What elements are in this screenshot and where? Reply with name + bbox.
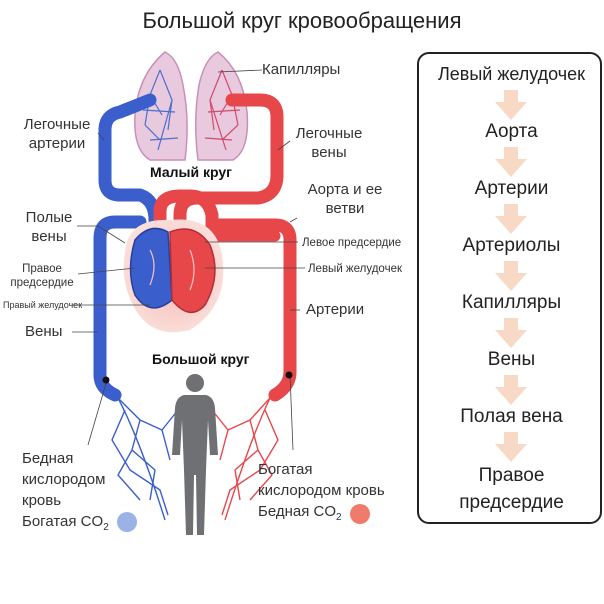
flow-arrow-5	[495, 318, 527, 348]
flow-step-capillaries: Капилляры	[461, 292, 562, 313]
vein-marker	[102, 376, 110, 384]
label-aorta-branches: Аорта и ее ветви	[307, 181, 383, 217]
flow-arrow-3	[495, 204, 527, 234]
diagram-title: Большой круг кровообращения	[142, 8, 462, 33]
label-arteries: Артерии	[306, 301, 365, 318]
human-silhouette	[172, 374, 218, 535]
oxygen-rich-dot	[350, 504, 370, 524]
flow-step-vena-cava: Полая вена	[460, 406, 563, 427]
label-right-atrium: Правое предсердие	[10, 263, 74, 289]
pulmonary-vessels	[98, 93, 284, 239]
label-left-ventricle: Левый желудочек	[308, 263, 402, 275]
flow-arrow-7	[495, 432, 527, 462]
flow-arrow-4	[495, 261, 527, 291]
label-left-atrium: Левое предсердие	[302, 237, 402, 249]
systemic-capillaries	[111, 397, 279, 521]
right-lung	[194, 51, 249, 161]
flow-step-aorta: Аорта	[485, 121, 538, 142]
leader-lines	[72, 69, 305, 451]
right-heart	[129, 227, 173, 309]
left-heart	[169, 228, 216, 314]
label-co2-rich-text: Богатая CO	[22, 513, 104, 530]
label-pulmonary-veins: Легочные вены	[295, 125, 363, 161]
flow-arrow-1	[495, 90, 527, 120]
flow-arrow-2	[495, 147, 527, 177]
artery-marker	[285, 371, 293, 379]
pulmonary-vein	[173, 93, 284, 239]
oxygen-poor-dot	[117, 512, 137, 532]
label-veins: Вены	[25, 323, 63, 340]
co2-subscript: 2	[103, 522, 109, 533]
label-right-ventricle: Правый желудочек	[3, 300, 83, 310]
flow-step-left-ventricle: Левый желудочек	[437, 64, 586, 84]
label-co2-poor-text: Бедная CO	[258, 503, 337, 520]
pulmonary-artery	[98, 93, 162, 239]
flow-step-right-atrium: Правое предсердие	[459, 465, 564, 513]
label-co2-poor: Бедная CO2	[258, 502, 342, 527]
flow-step-veins: Вены	[487, 349, 536, 370]
label-co2-rich: Богатая CO2	[22, 512, 109, 537]
label-vena-cava: Полые вены	[25, 209, 73, 245]
label-oxygen-poor-blood: Бедная кислородом кровь	[22, 450, 106, 509]
flow-arrow-6	[495, 375, 527, 405]
label-oxygen-rich-blood: Богатая кислородом кровь	[258, 461, 385, 499]
flow-step-arteries: Артерии	[474, 178, 549, 199]
co2-subscript-2: 2	[336, 512, 342, 523]
label-pulmonary-arteries: Легочные артерии	[23, 116, 91, 152]
label-capillaries: Капилляры	[262, 61, 341, 78]
flow-step-arterioles: Артериолы	[462, 235, 561, 256]
vena-cava	[93, 215, 147, 402]
heart	[123, 219, 224, 333]
circulation-flow-box: Левый желудочек Аорта Артерии Артериолы …	[417, 52, 602, 524]
label-small-circle: Малый круг	[150, 164, 232, 180]
left-lung	[134, 51, 188, 161]
label-big-circle: Большой круг	[152, 351, 250, 367]
